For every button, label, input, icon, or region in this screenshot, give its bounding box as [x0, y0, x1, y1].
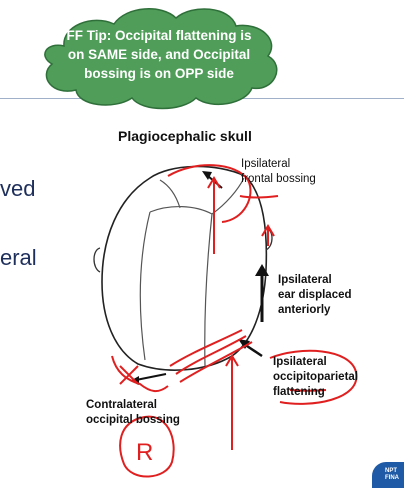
red-annotations — [111, 164, 358, 478]
red-circle-frontal — [167, 164, 252, 223]
red-oval-occipital — [269, 349, 358, 405]
label-line: frontal bossing — [241, 173, 316, 185]
skull-suture — [139, 177, 245, 367]
tip-line: FF Tip: Occipital flattening is — [66, 28, 252, 43]
tip-line: on SAME side, and Occipital — [67, 47, 251, 62]
red-arrow-up — [261, 224, 275, 237]
cloud-shape — [44, 8, 278, 110]
handwritten-r: R — [136, 439, 153, 466]
logo-text: FINA — [385, 475, 399, 481]
red-underline — [289, 389, 327, 392]
label-ear-displaced: Ipsilateral ear displaced anteriorly — [278, 273, 352, 318]
ear-arrow-head — [255, 264, 269, 276]
label-line: Ipsilateral — [241, 158, 291, 170]
contralateral-arrow — [135, 373, 167, 381]
label-line: anteriorly — [278, 304, 331, 316]
red-underline — [239, 195, 279, 199]
brand-logo: NPT FINA — [372, 462, 404, 488]
red-curve — [111, 355, 169, 392]
frontal-arrow-head — [202, 171, 212, 180]
slide-text-fragment: eral — [0, 245, 37, 270]
label-line: Contralateral — [86, 399, 157, 411]
label-frontal-bossing: Ipsilateral frontal bossing — [241, 157, 316, 187]
tip-cloud — [44, 8, 278, 110]
red-x-mark — [119, 365, 139, 385]
red-arrow-up — [225, 354, 239, 367]
label-line: Ipsilateral — [278, 274, 332, 286]
red-circle-r — [119, 415, 175, 478]
logo-text: NPT — [385, 468, 397, 474]
diagram-title: Plagiocephalic skull — [118, 128, 252, 144]
red-scribble-flattening — [169, 329, 253, 383]
tip-text: FF Tip: Occipital flattening is on SAME … — [44, 26, 274, 83]
label-line: flattening — [273, 386, 325, 398]
occipital-arrow-head — [238, 339, 250, 349]
slide-text-fragment: ved — [0, 176, 36, 201]
label-occipitoparietal-flattening: Ipsilateral occipitoparietal flattening — [273, 355, 358, 400]
tip-line: bossing is on OPP side — [84, 66, 234, 81]
ear-shape — [93, 247, 101, 273]
label-line: occipital bossing — [86, 414, 180, 426]
label-line: occipitoparietal — [273, 371, 358, 383]
red-arrow-up — [207, 176, 221, 189]
label-line: Ipsilateral — [273, 356, 327, 368]
label-contralateral-bossing: Contralateral occipital bossing — [86, 398, 180, 428]
label-line: ear displaced — [278, 289, 352, 301]
